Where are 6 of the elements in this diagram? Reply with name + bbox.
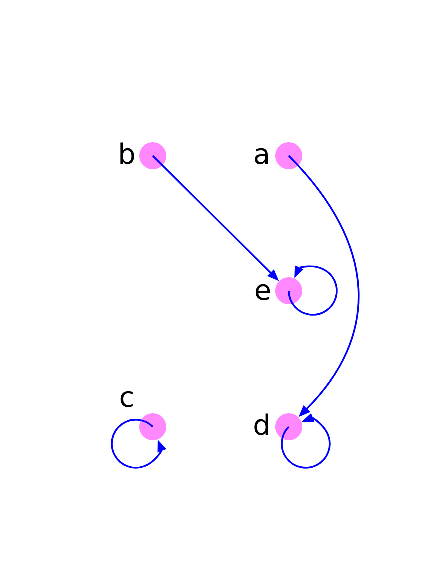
node-label: d <box>254 414 268 436</box>
node-label: a <box>255 148 268 164</box>
node-label: c <box>120 391 133 408</box>
node-label: e <box>256 284 270 300</box>
self-loop-arrow <box>288 266 338 316</box>
node-label: b <box>120 142 134 164</box>
